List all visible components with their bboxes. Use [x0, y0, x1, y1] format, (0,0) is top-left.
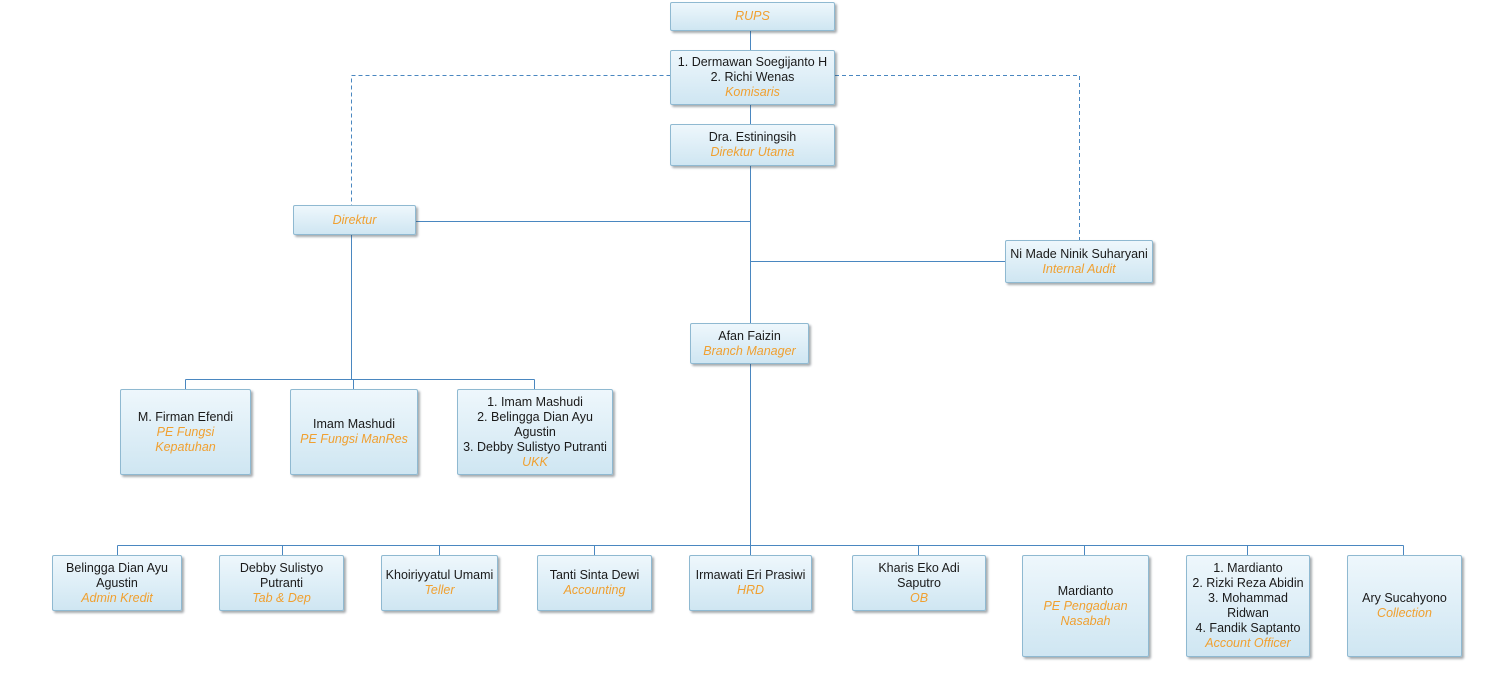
node-names: Belingga Dian Ayu Agustin [56, 561, 178, 591]
node-name-line: Belingga Dian Ayu Agustin [66, 560, 168, 590]
node-internal-audit: Ni Made Ninik Suharyani Internal Audit [1005, 240, 1153, 283]
node-name-line: 4. Fandik Saptanto [1195, 621, 1301, 635]
node-hrd: Irmawati Eri Prasiwi HRD [689, 555, 812, 611]
node-names: Debby Sulistyo Putranti [223, 561, 340, 591]
node-name-line: M. Firman Efendi [137, 409, 234, 424]
node-role: Komisaris [725, 85, 780, 99]
node-name-line: Dra. Estiningsih [708, 130, 797, 144]
node-branch-manager: Afan Faizin Branch Manager [690, 323, 809, 364]
dashed-line-audit [835, 75, 1080, 240]
node-name-line: Ni Made Ninik Suharyani [1010, 246, 1148, 261]
node-names: Imam Mashudi [313, 417, 395, 432]
node-role: OB [909, 590, 929, 605]
node-name-line: Imam Mashudi [313, 417, 395, 431]
node-teller: Khoiriyyatul Umami Teller [381, 555, 498, 611]
node-names: Khoiriyyatul Umami [386, 568, 494, 583]
node-pe-pengaduan-nasabah: Mardianto PE Pengaduan Nasabah [1022, 555, 1149, 657]
node-names: Afan Faizin [718, 329, 781, 344]
node-admin-kredit: Belingga Dian Ayu Agustin Admin Kredit [52, 555, 182, 611]
node-name-line: Khoiriyyatul Umami [385, 568, 494, 582]
node-name-line: Kharis Eko Adi Saputro [878, 560, 960, 590]
node-accounting: Tanti Sinta Dewi Accounting [537, 555, 652, 611]
node-tab-dep: Debby Sulistyo Putranti Tab & Dep [219, 555, 344, 611]
node-names: Kharis Eko Adi Saputro [856, 561, 982, 591]
node-role: Teller [424, 583, 455, 597]
node-rups: RUPS [670, 2, 835, 31]
node-names: Dra. Estiningsih [709, 130, 797, 145]
node-role: Tab & Dep [252, 590, 311, 605]
node-name-line: 2. Richi Wenas [710, 70, 795, 84]
node-name-line: 3. Debby Sulistyo Putranti [463, 439, 607, 454]
node-name-line: Afan Faizin [718, 328, 781, 343]
node-role: RUPS [735, 9, 770, 23]
node-name-line: 1. Dermawan Soegijanto H [677, 55, 828, 69]
node-name-line: 1. Imam Mashudi [487, 394, 583, 409]
node-role: Collection [1377, 606, 1432, 620]
node-names: Ni Made Ninik Suharyani [1010, 247, 1148, 262]
node-role: UKK [522, 454, 548, 469]
node-direktur-utama: Dra. Estiningsih Direktur Utama [670, 124, 835, 166]
node-name-line: Ary Sucahyono [1362, 591, 1447, 605]
node-names: Irmawati Eri Prasiwi [696, 568, 806, 583]
node-name-line: Tanti Sinta Dewi [549, 568, 640, 582]
node-direktur: Direktur [293, 205, 416, 235]
node-role: Internal Audit [1042, 261, 1116, 276]
node-name-line: Irmawati Eri Prasiwi [695, 568, 806, 582]
node-role: Branch Manager [703, 343, 796, 358]
node-name-line: 2. Rizki Reza Abidin [1192, 576, 1304, 590]
node-names: Tanti Sinta Dewi [550, 568, 640, 583]
node-role: Accounting [563, 583, 626, 597]
node-pe-fungsi-kepatuhan: M. Firman Efendi PE Fungsi Kepatuhan [120, 389, 251, 475]
node-pe-fungsi-manres: Imam Mashudi PE Fungsi ManRes [290, 389, 418, 475]
node-role: Direktur [332, 212, 377, 227]
node-names: M. Firman Efendi [138, 410, 233, 425]
node-name-line: Mardianto [1057, 583, 1114, 598]
node-name-line: 1. Mardianto [1213, 561, 1283, 575]
node-role: Account Officer [1205, 636, 1291, 650]
dashed-line-direktur [351, 75, 671, 205]
node-name-line: Debby Sulistyo Putranti [239, 560, 324, 590]
node-name-line: 2. Belingga Dian Ayu Agustin [477, 409, 593, 439]
node-name-line: 3. Mohammad Ridwan [1208, 591, 1288, 620]
node-collection: Ary Sucahyono Collection [1347, 555, 1462, 657]
node-role: PE Fungsi Kepatuhan [155, 424, 216, 454]
node-ob: Kharis Eko Adi Saputro OB [852, 555, 986, 611]
node-role: PE Pengaduan Nasabah [1043, 598, 1128, 628]
node-role: Admin Kredit [81, 590, 153, 605]
node-role: PE Fungsi ManRes [300, 432, 408, 446]
node-role: Direktur Utama [710, 145, 795, 159]
node-names: Ary Sucahyono [1362, 591, 1447, 606]
node-names: Mardianto [1058, 584, 1114, 599]
node-role: HRD [736, 583, 765, 597]
